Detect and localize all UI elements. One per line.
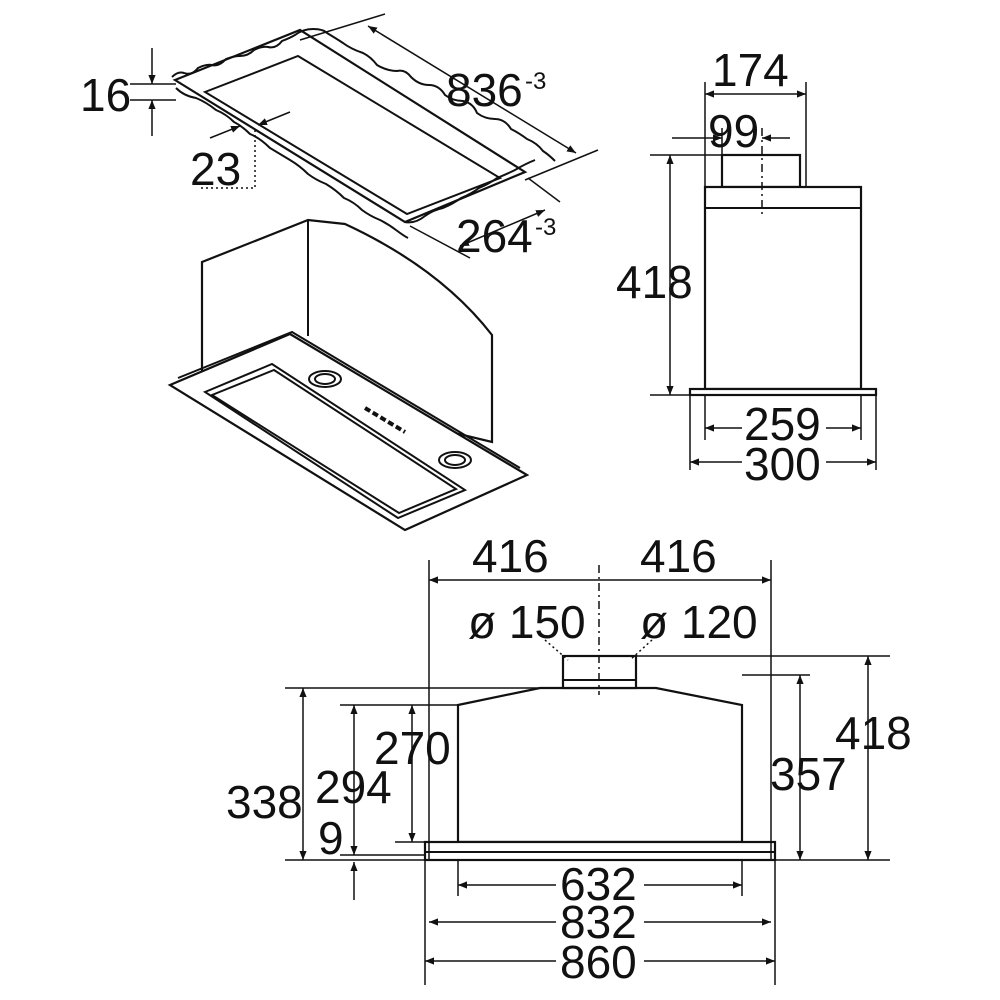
side-panel <box>688 387 878 397</box>
front-height-270-label: 270 <box>374 722 451 774</box>
hood-light-left-icon <box>308 370 342 388</box>
frame-lip-label: 23 <box>190 143 241 195</box>
front-width-632-label: 632 <box>560 858 637 910</box>
front-height-338-label: 338 <box>226 776 303 828</box>
hood-panel-top-edge <box>177 330 521 469</box>
front-gap-9-label: 9 <box>318 812 344 864</box>
side-body <box>703 185 863 391</box>
hood-control-strip <box>363 406 407 434</box>
frame-length-label: 836 <box>446 64 523 116</box>
side-body-depth-label: 259 <box>744 398 821 450</box>
frame-wavy-edge-right <box>404 159 536 224</box>
front-height-357-label: 357 <box>770 748 847 800</box>
front-width-832-label: 832 <box>560 896 637 948</box>
side-panel-depth-label: 300 <box>744 438 821 490</box>
frame-outline <box>172 28 528 224</box>
front-right-half-label: 416 <box>640 530 717 582</box>
front-duct-small-label: ø 120 <box>640 596 758 648</box>
side-spigot-label: 99 <box>708 105 759 157</box>
side-view: 174 99 418 259 300 <box>616 44 878 490</box>
front-body <box>456 686 744 844</box>
mounting-frame-view: 16 23 836 -3 264 -3 <box>80 13 599 262</box>
side-height-label: 418 <box>616 256 693 308</box>
frame-wavy-edge-bottom <box>175 87 409 239</box>
hood-isometric-view <box>167 218 530 532</box>
frame-height-label: 16 <box>80 69 131 121</box>
front-height-294-label: 294 <box>315 761 392 813</box>
front-duct-large-label: ø 150 <box>468 596 586 648</box>
side-spigot <box>720 153 802 189</box>
hood-light-right-icon <box>438 451 472 469</box>
frame-length-tolerance: -3 <box>525 68 546 95</box>
front-width-860-label: 860 <box>560 936 637 988</box>
front-view: 416 416 ø 150 ø 120 338 294 270 9 357 41… <box>226 530 912 988</box>
frame-width-label: 264 <box>456 210 533 262</box>
frame-width-tolerance: -3 <box>535 214 556 241</box>
hood-panel <box>167 332 530 532</box>
hood-filter <box>202 362 468 520</box>
front-height-418-label: 418 <box>835 707 912 759</box>
side-top-spigot-label: 174 <box>712 44 789 96</box>
frame-inner-opening <box>202 54 503 216</box>
front-left-half-label: 416 <box>472 530 549 582</box>
